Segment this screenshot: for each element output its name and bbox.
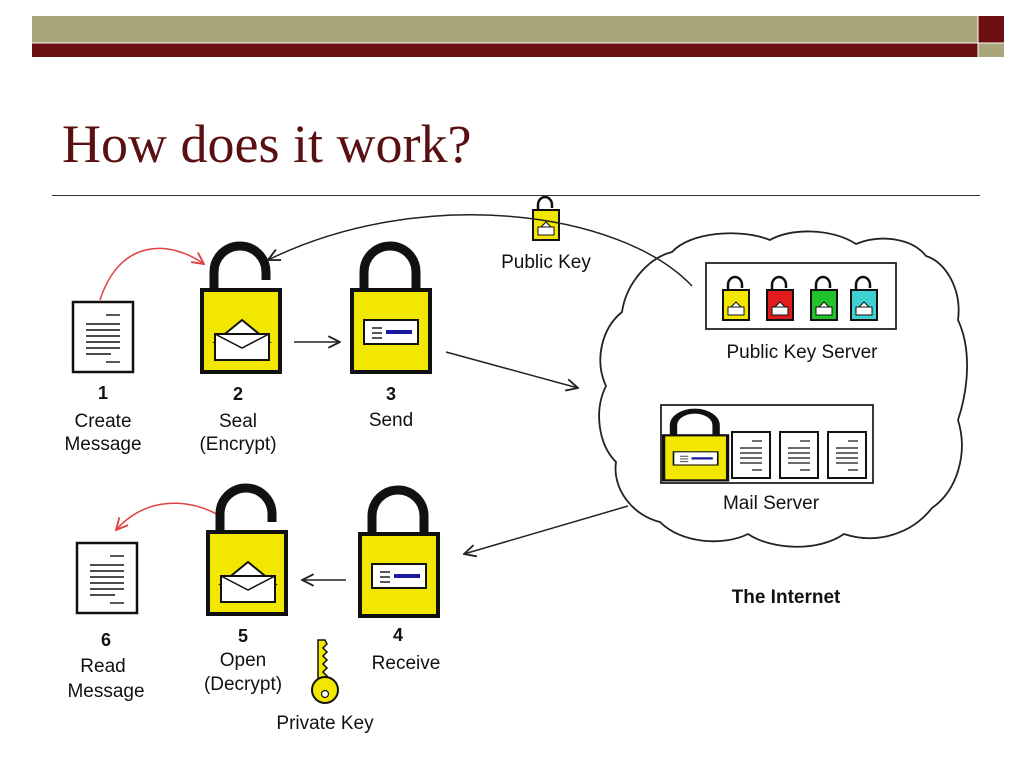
step-2-label-line2: (Encrypt) — [199, 434, 276, 455]
private-key-label: Private Key — [276, 713, 374, 734]
seal-padlock-open-icon — [202, 246, 280, 372]
step-1-label-line1: Create — [74, 411, 131, 432]
internet-to-receive-arrow — [464, 505, 629, 554]
mail-doc-icon — [731, 431, 771, 479]
step-4-label: Receive — [372, 653, 441, 674]
step-5-label-line1: Open — [220, 650, 266, 671]
mail-server — [661, 404, 874, 483]
slide-title: How does it work? — [62, 114, 472, 174]
step-1-number: 1 — [98, 383, 108, 403]
step-5-label-line2: (Decrypt) — [204, 674, 282, 695]
internet-label: The Internet — [732, 587, 841, 608]
public-key-server-label: Public Key Server — [726, 342, 878, 363]
step-4-number: 4 — [393, 625, 403, 645]
step-6-label-line1: Read — [80, 656, 125, 677]
open-to-read-arrow — [116, 502, 221, 530]
create-to-seal-arrow — [99, 247, 204, 301]
step-3-number: 3 — [386, 384, 396, 404]
step-6-label-line2: Message — [67, 681, 144, 702]
public-key-label: Public Key — [501, 252, 591, 273]
step-2-label-line1: Seal — [219, 411, 257, 432]
header-bar — [32, 16, 1004, 57]
step-5-number: 5 — [238, 626, 248, 646]
step-3-label: Send — [369, 410, 413, 431]
step-1-label-line2: Message — [64, 434, 141, 455]
send-padlock-closed-icon — [352, 246, 430, 372]
read-message-document-icon — [75, 541, 139, 615]
title-divider — [52, 195, 980, 196]
step-6-number: 6 — [101, 630, 111, 650]
create-message-document-icon — [71, 300, 135, 374]
receive-padlock-closed-icon — [360, 490, 438, 616]
mail-doc-icon — [779, 431, 819, 479]
private-key-icon — [311, 639, 339, 704]
step-2-number: 2 — [233, 384, 243, 404]
mail-server-label: Mail Server — [723, 493, 820, 514]
public-key-arrow — [268, 214, 693, 287]
public-key-icon — [531, 195, 561, 242]
send-to-internet-arrow — [445, 351, 578, 388]
mail-doc-icon — [827, 431, 867, 479]
open-padlock-open-icon — [208, 488, 286, 614]
public-key-server — [705, 262, 897, 330]
